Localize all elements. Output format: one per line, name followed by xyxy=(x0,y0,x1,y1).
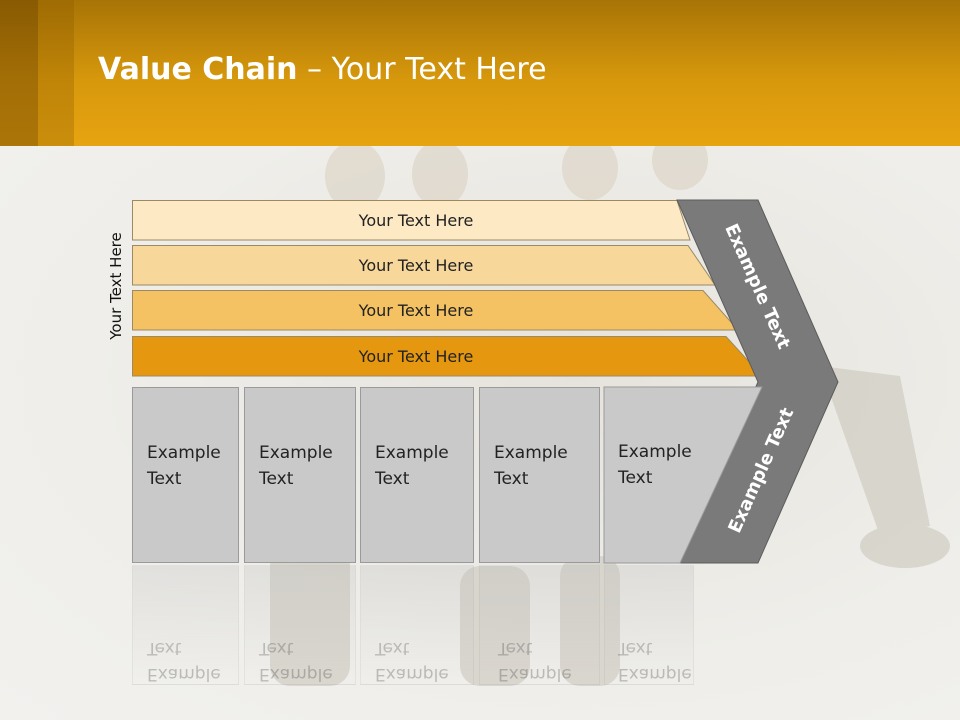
title-rest: – Your Text Here xyxy=(297,52,547,87)
activity-box-4: Example Text xyxy=(479,387,600,563)
bar-shape-1 xyxy=(132,200,691,241)
box-3-line2: Text xyxy=(375,469,410,489)
header-accent-dark xyxy=(0,0,38,146)
activity-box-1: Example Text xyxy=(132,387,239,563)
box-5-line2: Text xyxy=(618,468,653,488)
activity-box-5: Example Text xyxy=(604,387,704,563)
box-2-line2: Text xyxy=(259,469,294,489)
bar-label-4: Your Text Here xyxy=(358,346,474,366)
header-accent-light xyxy=(38,0,74,146)
box-4-line2: Text xyxy=(494,469,529,489)
header-bar: Value Chain – Your Text Here xyxy=(0,0,960,146)
bar-label-1: Your Text Here xyxy=(358,210,474,230)
activity-box-2: Example Text xyxy=(244,387,356,563)
box-3-line1: Example xyxy=(375,443,449,463)
bar-label-2: Your Text Here xyxy=(358,255,474,275)
title-bold: Value Chain xyxy=(98,52,298,87)
slide-title: Value Chain – Your Text Here xyxy=(98,52,547,87)
bar-label-3: Your Text Here xyxy=(358,300,474,320)
people-photo-silhouettes xyxy=(270,146,950,686)
box-1-line2: Text xyxy=(147,469,182,489)
box-4-line1: Example xyxy=(494,443,568,463)
activity-box-3: Example Text xyxy=(360,387,474,563)
box-1-line1: Example xyxy=(147,443,221,463)
box-5-line1: Example xyxy=(618,442,692,462)
box-2-line1: Example xyxy=(259,443,333,463)
